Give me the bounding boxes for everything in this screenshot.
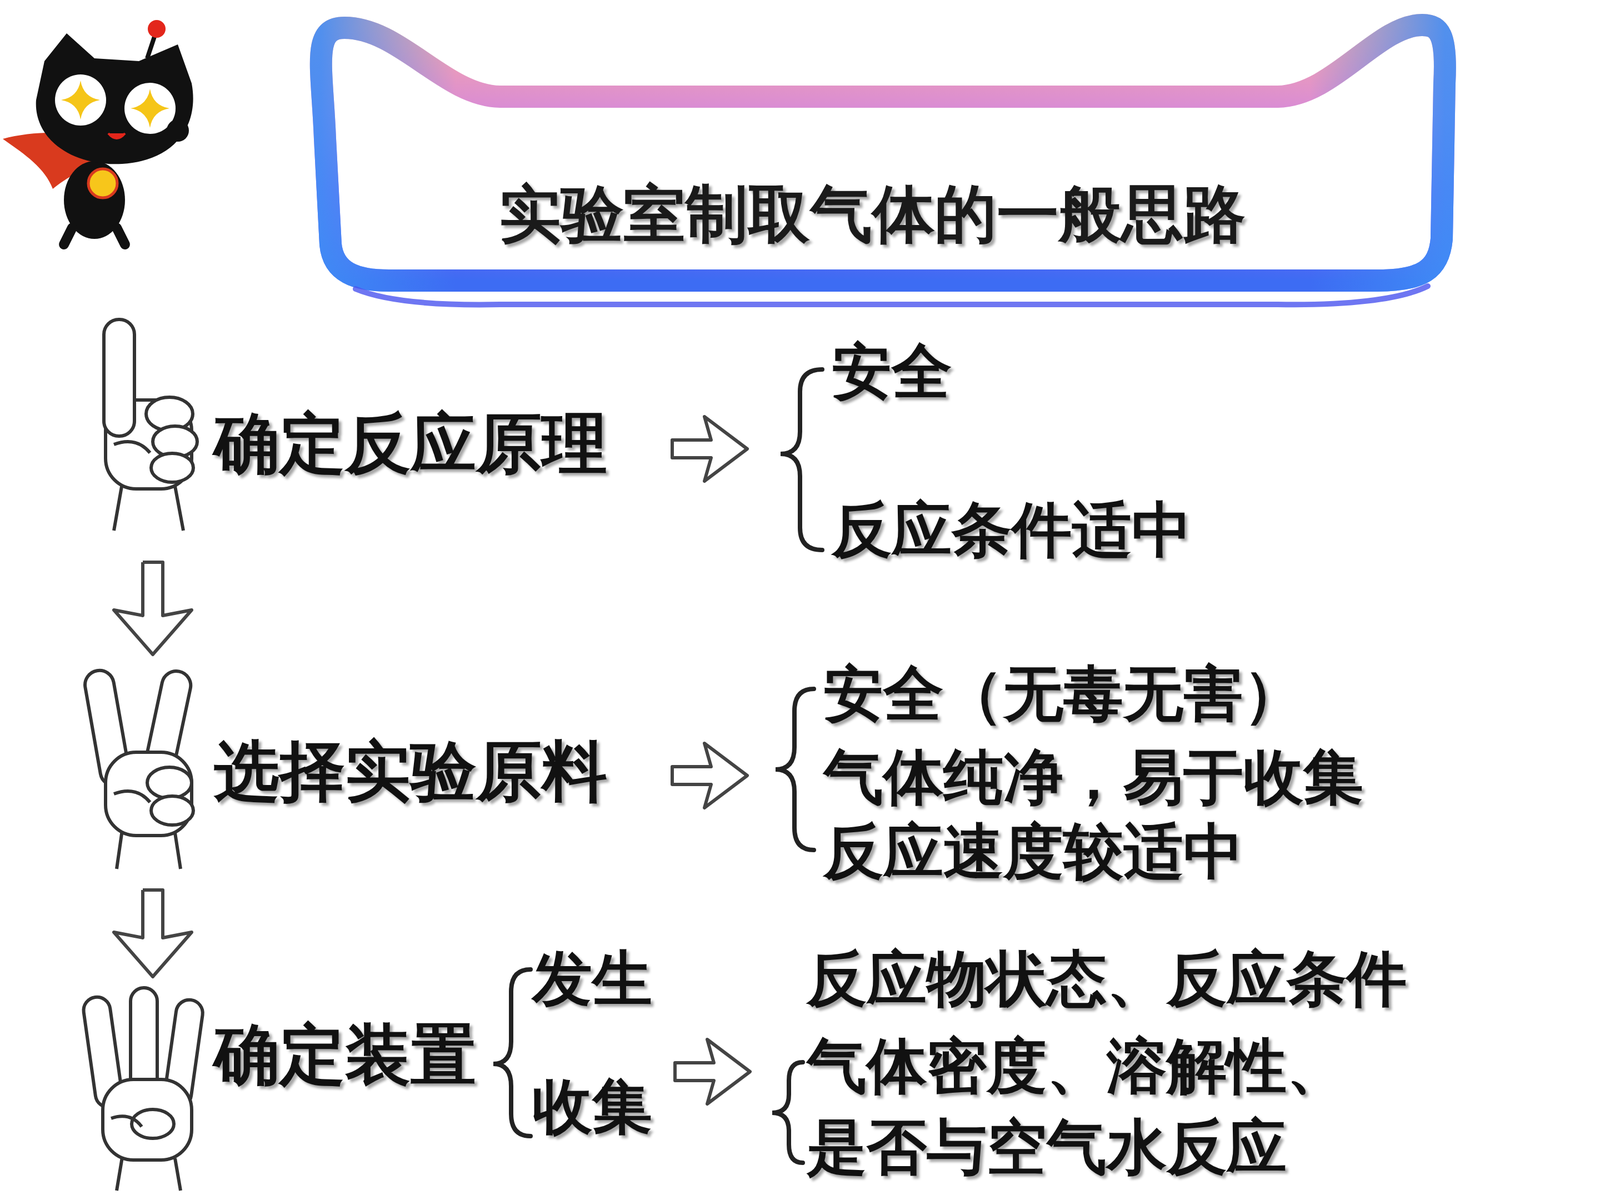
hand-two-fingers [82, 668, 194, 869]
criterion-label: 安全 [831, 331, 952, 413]
criterion-label: 气体纯净，易于收集 [823, 737, 1364, 819]
step-node: 确定反应原理 [91, 333, 608, 556]
step-title: 选择实验原料 [213, 727, 608, 817]
criterion-label: 反应物状态、反应条件 [806, 938, 1407, 1020]
title-banner [321, 25, 1445, 305]
step-title: 确定反应原理 [213, 400, 608, 489]
criterion-label: 反应速度较适中 [823, 811, 1244, 893]
step-title: 确定装置 [213, 1011, 477, 1100]
criterion-label: 是否与空气水反应 [806, 1107, 1287, 1189]
criterion-label: 收集 [532, 1066, 653, 1148]
criterion-label: 安全（无毒无害） [823, 653, 1304, 735]
hand-one-finger [103, 319, 198, 531]
criterion-label: 发生 [532, 938, 653, 1020]
hand-three-fingers [81, 987, 205, 1191]
criterion-label: 气体密度、溶解性、 [806, 1026, 1347, 1108]
step-arrow [113, 562, 192, 655]
hollow-arrow [672, 416, 750, 1104]
step-node: 确定装置 [91, 983, 477, 1195]
step-arrow [113, 890, 192, 977]
cat-mascot [2, 20, 194, 245]
step-node: 选择实验原料 [91, 661, 608, 884]
criterion-label: 反应条件适中 [831, 490, 1192, 572]
diagram-title: 实验室制取气体的一般思路 [498, 172, 1246, 257]
